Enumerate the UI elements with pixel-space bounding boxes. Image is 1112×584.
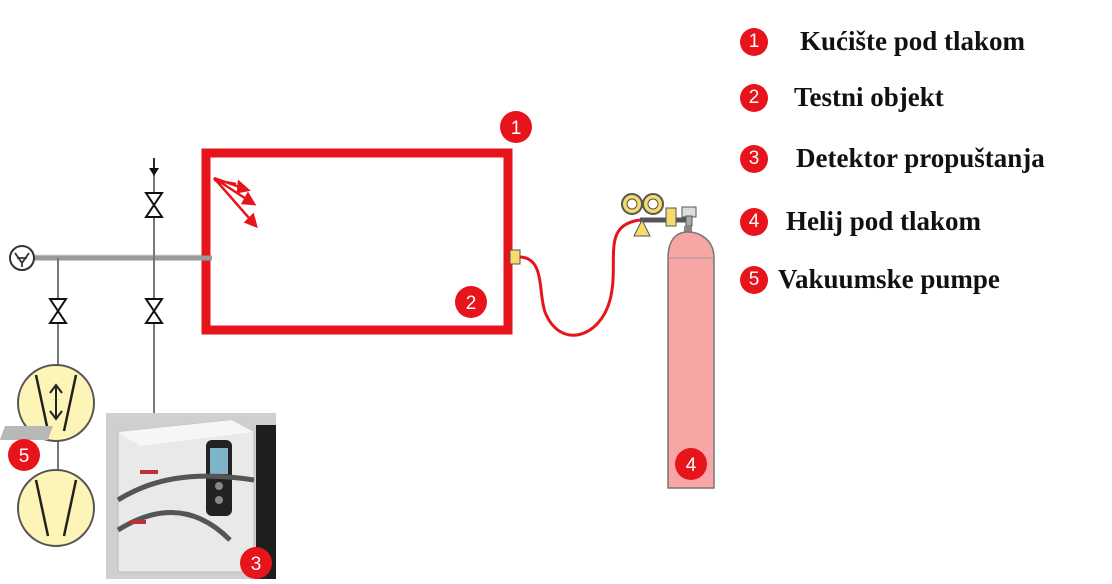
hose-connector	[509, 249, 521, 265]
marker-helium-cylinder: 4	[675, 448, 707, 480]
marker-chamber: 1	[500, 111, 532, 143]
svg-text:2: 2	[466, 293, 477, 314]
helium-hose	[519, 218, 641, 337]
backing-pump-icon	[17, 469, 95, 547]
helium-cylinder	[667, 226, 715, 489]
legend-item-3: 3 Detektor propuštanja	[740, 143, 1045, 174]
marker-test-object: 2	[455, 286, 487, 318]
svg-text:4: 4	[686, 455, 697, 476]
legend-item-5: 5 Vakuumske pumpe	[740, 264, 1000, 295]
legend-badge: 4	[740, 207, 768, 236]
svg-text:1: 1	[511, 118, 522, 139]
leak-detector-image	[0, 413, 276, 579]
svg-text:5: 5	[19, 446, 30, 467]
svg-text:3: 3	[251, 554, 262, 575]
marker-vacuum-pumps: 5	[8, 439, 40, 471]
legend-item-2: 2 Testni objekt	[740, 82, 944, 113]
legend-label: Vakuumske pumpe	[778, 264, 1000, 294]
legend-badge: 1	[740, 27, 768, 56]
booster-pump-icon	[17, 364, 95, 442]
legend-badge: 3	[740, 144, 768, 173]
legend-label: Helij pod tlakom	[786, 206, 982, 236]
legend-label: Testni objekt	[794, 82, 944, 112]
vent-valve-icon	[144, 192, 164, 218]
vent-arrow-icon	[149, 158, 159, 176]
legend-badge: 2	[740, 83, 768, 112]
pump-valve-icon	[48, 298, 68, 324]
legend-label: Kućište pod tlakom	[800, 26, 1026, 56]
manifold-line	[34, 254, 206, 261]
pressure-gauge-icon	[9, 245, 35, 271]
legend-item-1: 1 Kućište pod tlakom	[740, 26, 1025, 57]
legend-item-4: 4 Helij pod tlakom	[740, 206, 981, 237]
detector-valve-icon	[144, 298, 164, 324]
pressure-regulator-icon	[621, 193, 697, 237]
helium-jet-arrows	[213, 176, 258, 229]
marker-leak-detector: 3	[240, 547, 272, 579]
legend-label: Detektor propuštanja	[796, 143, 1045, 173]
legend-badge: 5	[740, 265, 768, 294]
